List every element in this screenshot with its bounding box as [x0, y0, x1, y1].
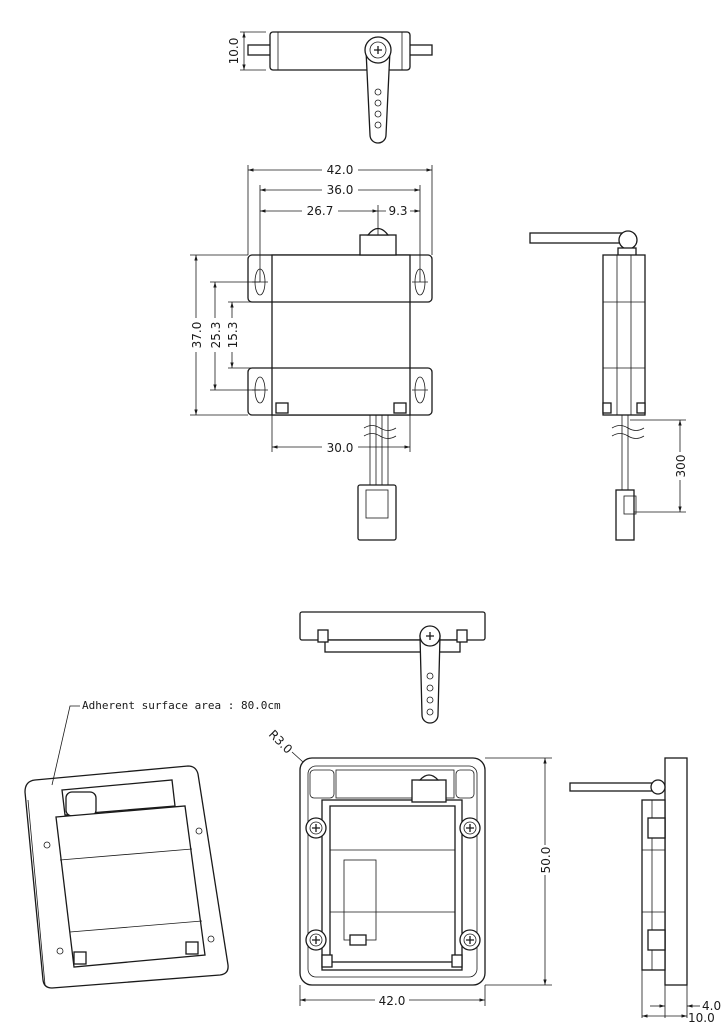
adherent-area-note: Adherent surface area : 80.0cm — [82, 699, 281, 712]
mount-front-view: R3.0 50.0 42.0 — [266, 727, 553, 1008]
top-view: 10.0 — [227, 31, 433, 144]
dim-width-holes: 36.0 — [327, 183, 354, 197]
dim-wire-length: 300 — [674, 455, 688, 478]
mount-top-view — [299, 611, 486, 724]
dim-offset-left: 26.7 — [307, 204, 334, 218]
dim-plate-thickness: 4.0 — [702, 999, 721, 1013]
isometric-view: Adherent surface area : 80.0cm — [24, 699, 281, 989]
side-view: 300 — [529, 230, 688, 541]
dim-width-overall: 42.0 — [327, 163, 354, 177]
dim-radius: R3.0 — [266, 727, 295, 756]
dim-mount-depth: 10.0 — [688, 1011, 715, 1024]
dim-height-holes: 25.3 — [209, 322, 223, 349]
dim-height-overall: 37.0 — [190, 322, 204, 349]
front-view: 42.0 36.0 26.7 9.3 37.0 25.3 15.3 30.0 — [188, 162, 433, 541]
dim-mount-width: 42.0 — [379, 994, 406, 1008]
mount-screws — [305, 817, 481, 951]
dim-top-height: 10.0 — [227, 38, 241, 65]
dim-height-band: 15.3 — [226, 322, 240, 349]
mount-side-view: 4.0 10.0 — [569, 757, 721, 1024]
dim-offset-right: 9.3 — [388, 204, 407, 218]
dim-mount-height: 50.0 — [539, 847, 553, 874]
dim-width-body: 30.0 — [327, 441, 354, 455]
